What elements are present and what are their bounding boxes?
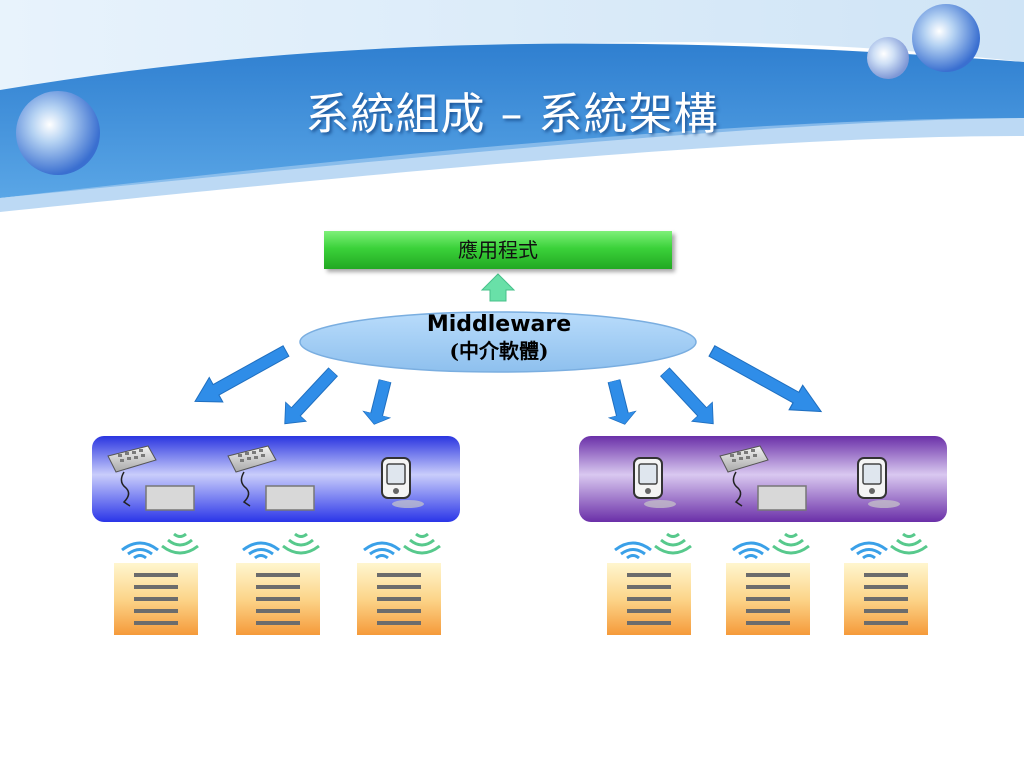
arrow-icon bbox=[274, 362, 344, 434]
arrow-icon bbox=[360, 377, 400, 429]
arrow-icon bbox=[704, 338, 829, 425]
wireless-signal-icon bbox=[241, 532, 321, 560]
middleware-label: Middleware (中介軟體) bbox=[300, 312, 698, 364]
bubble-decoration-top-right bbox=[912, 4, 980, 72]
rfid-tag-icon bbox=[607, 563, 691, 635]
rfid-tag-icon bbox=[236, 563, 320, 635]
wireless-signal-icon bbox=[362, 532, 442, 560]
up-arrow-icon bbox=[480, 273, 516, 302]
slide-title: 系統組成 – 系統架構 bbox=[305, 89, 719, 140]
middleware-subtitle: (中介軟體) bbox=[449, 339, 549, 363]
application-box: 應用程式 bbox=[324, 231, 672, 269]
wireless-signal-icon bbox=[120, 532, 200, 560]
wireless-signal-icon bbox=[731, 532, 811, 560]
right-device-group bbox=[579, 436, 947, 522]
middleware-ellipse bbox=[299, 311, 697, 373]
rfid-tag-icon bbox=[357, 563, 441, 635]
bubble-decoration-small bbox=[867, 37, 909, 79]
header-banner bbox=[0, 0, 1024, 212]
arrow-icon bbox=[654, 362, 724, 434]
rfid-tag-icon bbox=[726, 563, 810, 635]
middleware-title: Middleware bbox=[426, 312, 572, 337]
arrow-icon bbox=[187, 338, 294, 415]
wireless-signal-icon bbox=[849, 532, 929, 560]
arrow-icon bbox=[599, 377, 639, 429]
wireless-signal-icon bbox=[613, 532, 693, 560]
rfid-tag-icon bbox=[844, 563, 928, 635]
rfid-tag-icon bbox=[114, 563, 198, 635]
bubble-decoration-left bbox=[16, 91, 100, 175]
